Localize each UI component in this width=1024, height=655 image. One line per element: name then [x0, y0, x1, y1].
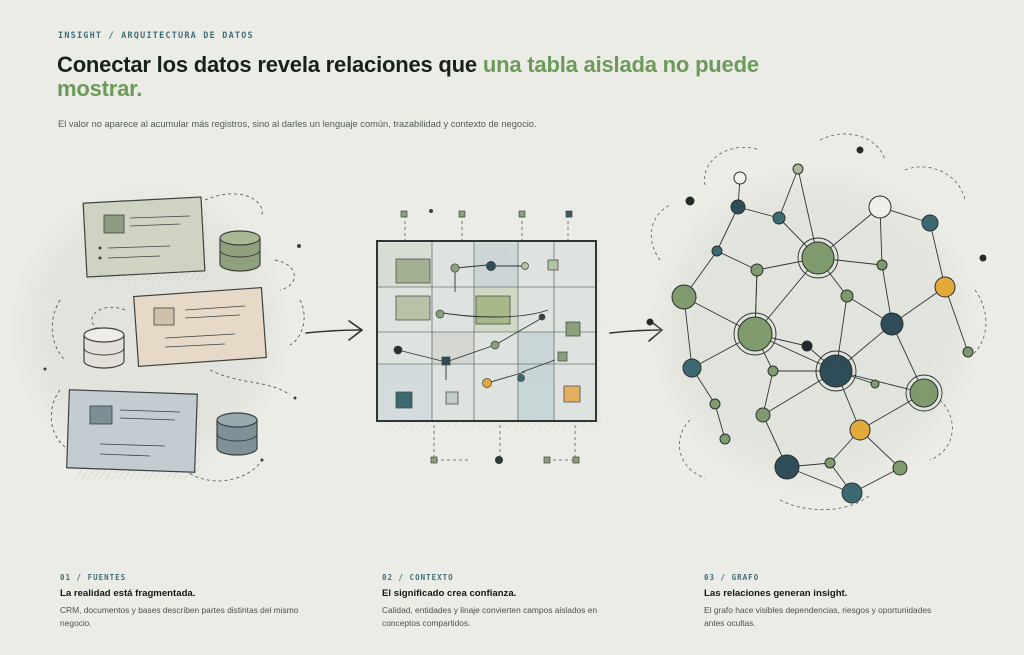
- graph-node: [719, 433, 731, 445]
- graph-edge: [778, 168, 799, 219]
- context-grid-illustration: [376, 209, 602, 464]
- graph-node: [646, 318, 654, 326]
- graph-node: [892, 460, 908, 476]
- lead-paragraph: El valor no aparece al acumular más regi…: [58, 119, 537, 129]
- eyebrow-label: INSIGHT / ARQUITECTURA DE DATOS: [58, 31, 254, 41]
- graph-node: [772, 211, 786, 225]
- graph-node: [934, 276, 956, 298]
- graph-edge: [716, 250, 758, 271]
- graph-node-ring: [905, 374, 943, 412]
- graph-edge: [714, 403, 726, 440]
- document-card-2: [133, 286, 267, 368]
- sources-illustration: [25, 193, 305, 482]
- page-title: Conectar los datos revela relaciones que…: [57, 53, 777, 101]
- step-fuentes: 01 / FUENTES La realidad está fragmentad…: [60, 573, 300, 629]
- graph-node: [711, 245, 723, 257]
- graph-node: [840, 289, 854, 303]
- graph-node: [824, 457, 836, 469]
- step-grafo: 03 / GRAFO Las relaciones generan insigh…: [704, 573, 944, 629]
- step-heading: El significado crea confianza.: [382, 588, 517, 599]
- graph-node: [792, 163, 804, 175]
- graph-node: [909, 378, 939, 408]
- graph-node: [685, 196, 695, 206]
- graph-edge: [929, 222, 946, 288]
- step-number: 03 / GRAFO: [704, 573, 760, 582]
- title-highlight: una tabla aislada no puede mostrar.: [57, 52, 759, 101]
- graph-node: [767, 365, 779, 377]
- graph-node: [730, 199, 746, 215]
- title-prefix: Conectar los datos revela relaciones que: [57, 52, 483, 77]
- step-heading: Las relaciones generan insight.: [704, 588, 848, 599]
- graph-node: [671, 284, 697, 310]
- graph-edge: [762, 370, 774, 416]
- step-number: 01 / FUENTES: [60, 573, 127, 582]
- graph-node-ring: [797, 237, 839, 279]
- graph-node: [755, 407, 771, 423]
- graph-edge: [716, 206, 739, 252]
- graph-node: [979, 254, 987, 262]
- graph-node: [856, 146, 864, 154]
- graph-node: [876, 259, 888, 271]
- database-icon-2: [83, 327, 125, 369]
- step-description: El grafo hace visibles dependencias, rie…: [704, 605, 932, 628]
- step-description: Calidad, entidades y linaje convierten c…: [382, 605, 598, 628]
- document-card-3: [66, 389, 201, 479]
- graph-node: [849, 419, 871, 441]
- graph-node: [801, 241, 835, 275]
- graph-node-ring: [733, 312, 777, 356]
- graph-node: [868, 195, 892, 219]
- graph-node: [962, 346, 974, 358]
- graph-node: [921, 214, 939, 232]
- graph-node: [709, 398, 721, 410]
- graph-edge: [944, 286, 969, 353]
- graph-illustration: [646, 133, 987, 511]
- graph-node: [774, 454, 800, 480]
- graph-node-ring: [815, 350, 857, 392]
- graph-node: [841, 482, 863, 504]
- arrow-icon-1: [305, 320, 364, 341]
- document-card-1: [82, 196, 207, 281]
- step-number: 02 / CONTEXTO: [382, 573, 454, 582]
- arrow-icon-2: [609, 319, 664, 342]
- graph-node: [880, 312, 904, 336]
- database-icon-3: [216, 412, 258, 456]
- graph-node: [870, 379, 880, 389]
- graph-node: [801, 340, 813, 352]
- step-description: CRM, documentos y bases describen partes…: [60, 605, 299, 628]
- step-heading: La realidad está fragmentada.: [60, 588, 196, 599]
- graph-node: [733, 171, 747, 185]
- graph-node: [819, 354, 853, 388]
- graph-node: [737, 316, 773, 352]
- graph-node: [682, 358, 702, 378]
- step-contexto: 02 / CONTEXTO El significado crea confia…: [382, 573, 622, 629]
- graph-node: [750, 263, 764, 277]
- database-icon-1: [219, 230, 261, 272]
